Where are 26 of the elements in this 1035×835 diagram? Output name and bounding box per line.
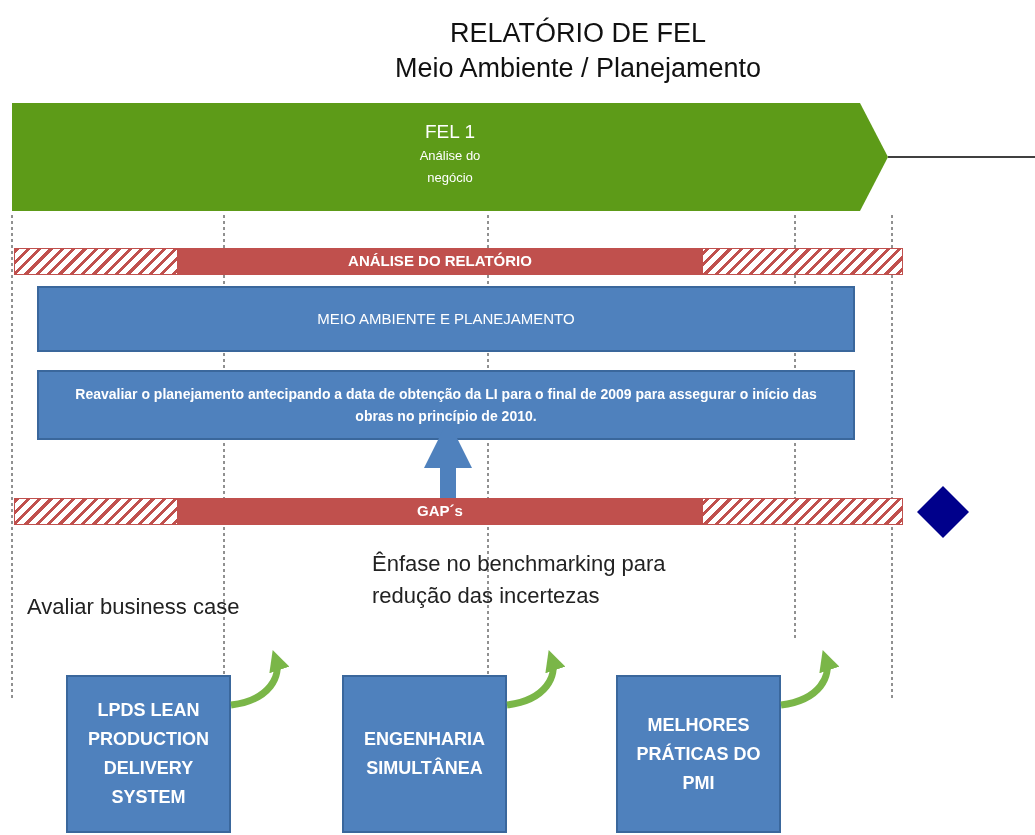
phase-title: FEL 1 [425,120,475,144]
bar-label: GAP´s [417,501,463,522]
box-text: LPDS LEAN PRODUCTION DELIVERY SYSTEM [87,699,210,809]
title: RELATÓRIO DE FEL [448,16,708,50]
process-box [37,286,855,352]
note-text: Ênfase no benchmarking para redução das incertezas [372,550,667,610]
note-text: Avaliar business case [27,593,240,621]
process-box [66,675,231,833]
box-text: Reavaliar o planejamento antecipando a data de obtenção da LI para o final de 2009 para assegurar o início das obras no princípio de 2010. [74,385,818,426]
arrow [780,649,839,709]
process-box [37,370,855,440]
note-text: Meio Ambiente / Planejamento [393,52,763,85]
diamond-shape [917,486,969,538]
bar-label: ANÁLISE DO RELATÓRIO [348,251,532,272]
process-box [342,675,507,833]
arrow [424,420,472,498]
box-text: ENGENHARIA SIMULTÂNEA [363,728,486,780]
connector-line [887,156,1035,158]
box-text: MEIO AMBIENTE E PLANEJAMENTO [317,308,575,329]
arrow [230,649,289,709]
phase-subtitle: Análise do negócio [418,147,482,187]
timeline-bar [14,498,903,525]
timeline-bar [14,248,903,275]
box-text: MELHORES PRÁTICAS DO PMI [635,713,762,795]
process-box [616,675,781,833]
arrow [506,649,565,709]
